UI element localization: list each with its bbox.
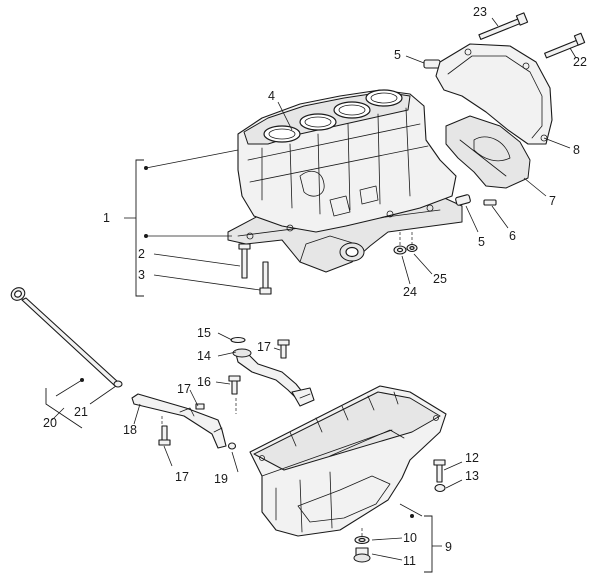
sealing-washer-24 — [393, 245, 407, 255]
tube-bolt-upper — [195, 403, 205, 410]
dipstick-guide-tube — [131, 393, 227, 449]
callout-20: 20 — [43, 416, 57, 430]
callout-5-upper: 5 — [394, 48, 401, 62]
leader-lines — [45, 17, 577, 573]
callout-13: 13 — [465, 469, 479, 483]
bedplate-bolt-long — [238, 243, 251, 279]
callout-17-tube-lower: 17 — [175, 470, 189, 484]
callout-18: 18 — [123, 423, 137, 437]
pan-washer — [434, 483, 446, 493]
callout-12: 12 — [465, 451, 479, 465]
callout-6: 6 — [509, 229, 516, 243]
callout-21: 21 — [74, 405, 88, 419]
callout-10: 10 — [403, 531, 417, 545]
callout-24: 24 — [403, 285, 417, 299]
pickup-bolt — [228, 375, 241, 395]
callout-19: 19 — [214, 472, 228, 486]
sealing-washer-25 — [406, 243, 418, 253]
callout-1: 1 — [103, 211, 110, 225]
callout-17-tube-upper: 17 — [177, 382, 191, 396]
oil-pan — [249, 385, 447, 537]
callout-14: 14 — [197, 349, 211, 363]
flywheel-shield — [445, 115, 531, 189]
dowel-pin-upper — [423, 59, 441, 69]
drain-plug-washer — [354, 535, 370, 545]
pickup-o-ring — [230, 336, 246, 344]
callout-17-pickup: 17 — [257, 340, 271, 354]
drain-plug — [353, 547, 371, 563]
callout-5-lower: 5 — [478, 235, 485, 249]
tube-seal-ring — [227, 442, 237, 450]
callout-7: 7 — [549, 194, 556, 208]
pickup-bracket-bolt — [277, 339, 290, 359]
callout-23: 23 — [473, 5, 487, 19]
oil-pickup-tube — [232, 348, 315, 407]
callout-labels: 1 2 3 4 5 5 6 7 8 9 10 11 12 13 14 15 16… — [43, 5, 587, 568]
callout-3: 3 — [138, 268, 145, 282]
callout-2: 2 — [138, 247, 145, 261]
engine-block — [227, 89, 463, 273]
pan-bolt — [433, 459, 446, 483]
callout-25: 25 — [433, 272, 447, 286]
callout-22: 22 — [573, 55, 587, 69]
callout-15: 15 — [197, 326, 211, 340]
callout-9: 9 — [445, 540, 452, 554]
dowel-pin-lower — [455, 194, 471, 206]
callout-8: 8 — [573, 143, 580, 157]
long-bolt-upper — [478, 12, 529, 40]
callout-4: 4 — [268, 89, 275, 103]
dipstick-o-ring — [113, 380, 123, 388]
callout-16: 16 — [197, 375, 211, 389]
oil-dipstick — [10, 287, 119, 386]
bedplate-bolt-short — [259, 261, 272, 295]
rear-cover-plate — [435, 43, 553, 145]
long-bolt-lower — [544, 32, 586, 59]
callout-11: 11 — [403, 554, 416, 568]
stud-bolt-small — [483, 199, 497, 206]
tube-bolt-lower — [158, 425, 171, 446]
